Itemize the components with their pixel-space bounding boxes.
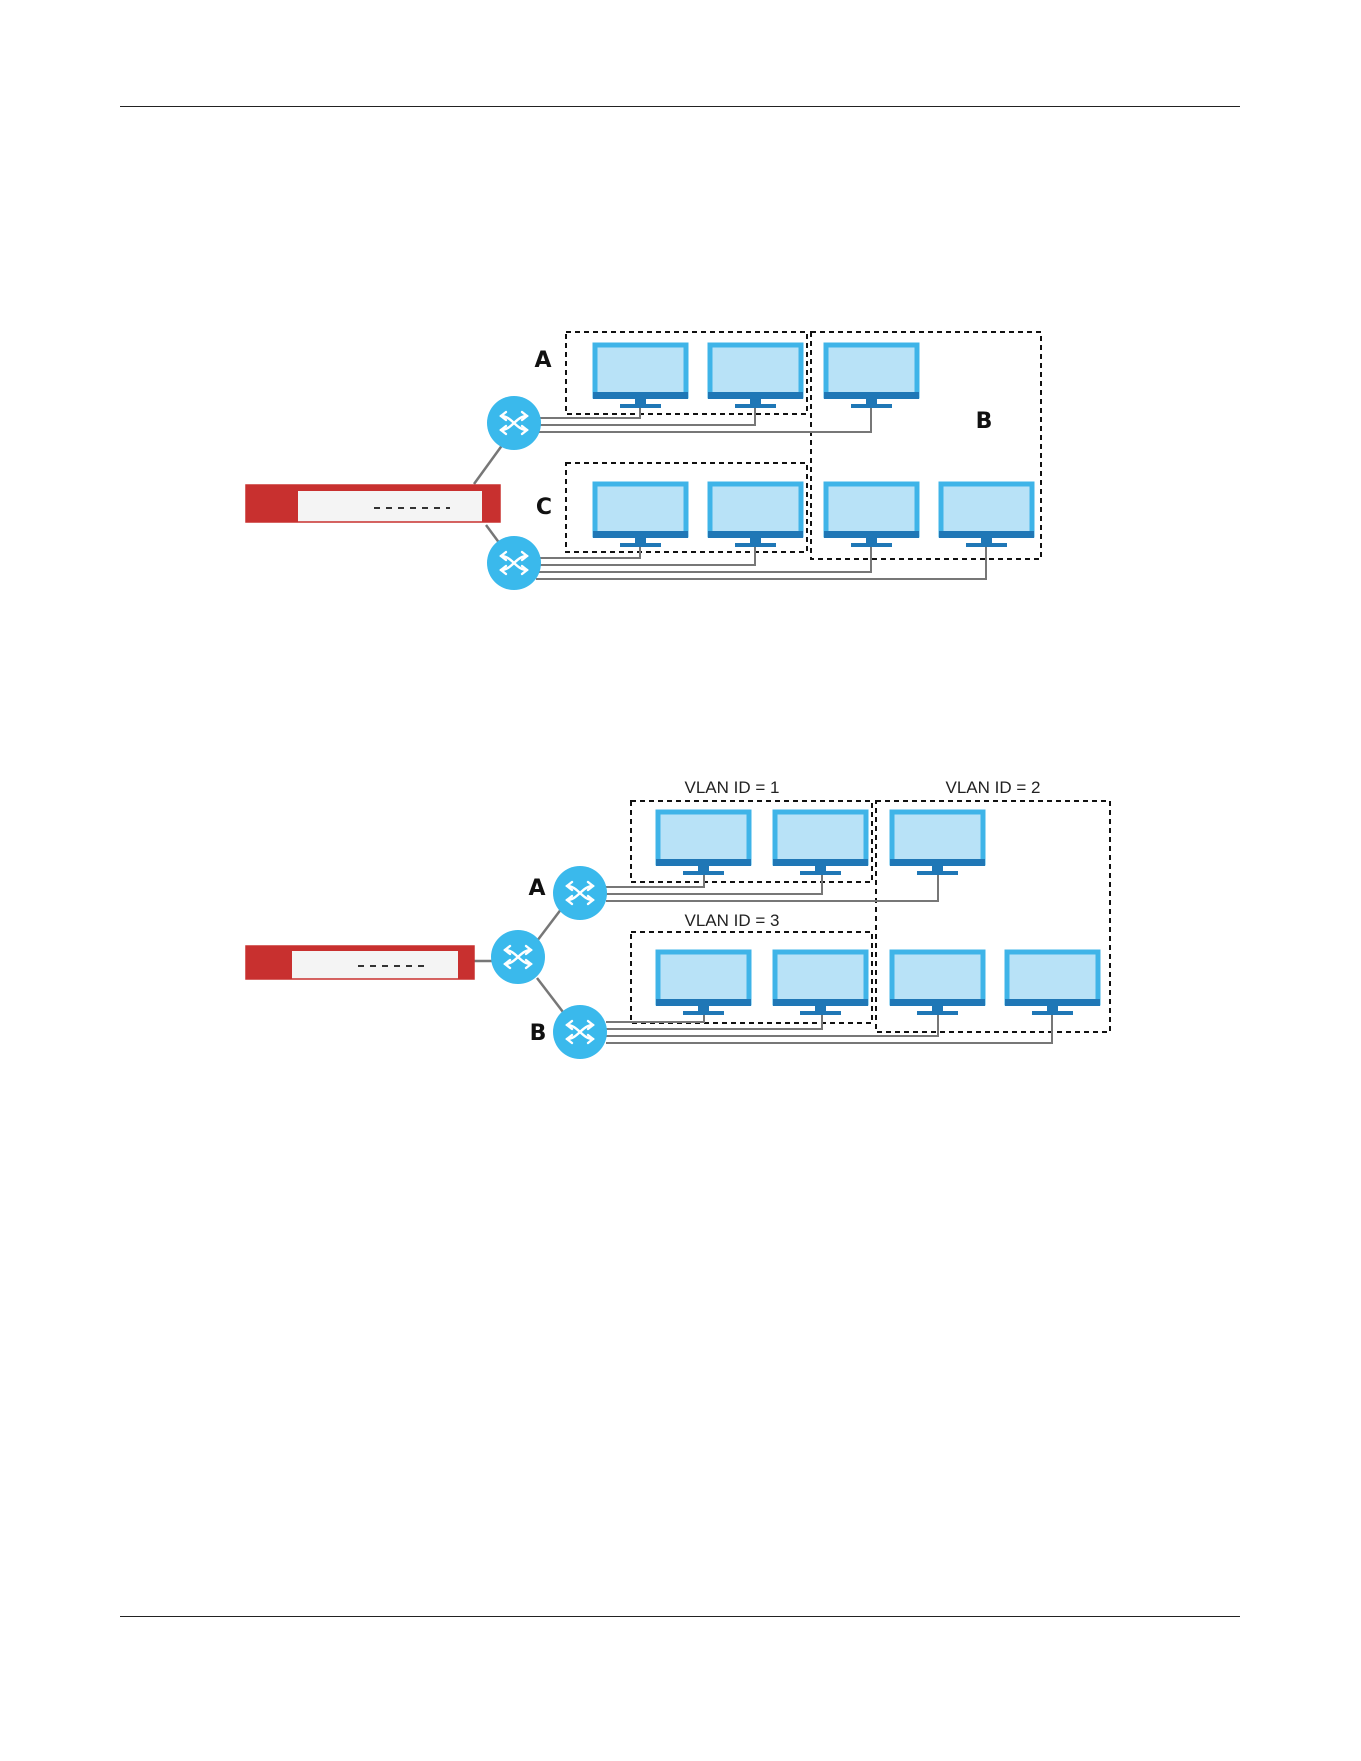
computer-monitor-icon <box>1005 952 1100 1015</box>
uplink-cable <box>537 978 563 1012</box>
cable-bundle-switch-a <box>606 872 938 901</box>
vlan-label-3: VLAN ID = 3 <box>685 911 780 930</box>
diagram-vlan-groups: VLAN ID = 1 VLAN ID = 2 VLAN ID = 3 A B <box>0 0 1361 1100</box>
computer-monitor-icon <box>773 952 868 1015</box>
computer-monitor-icon <box>656 952 751 1015</box>
footer-rule <box>120 1616 1240 1617</box>
switch-label-b: B <box>530 1021 547 1046</box>
network-switch-icon <box>491 930 545 984</box>
switch-label-a: A <box>528 876 545 901</box>
vlan-label-1: VLAN ID = 1 <box>685 778 780 797</box>
computer-monitor-icon <box>773 812 868 875</box>
network-switch-icon <box>553 866 607 920</box>
vlan-label-2: VLAN ID = 2 <box>946 778 1041 797</box>
firewall-device-icon <box>246 946 474 979</box>
computer-monitor-icon <box>890 952 985 1015</box>
uplink-cable <box>537 908 562 941</box>
cable-bundle-switch-b <box>606 1013 1052 1043</box>
network-switch-icon <box>553 1005 607 1059</box>
computer-monitor-icon <box>890 812 985 875</box>
computer-monitor-icon <box>656 812 751 875</box>
